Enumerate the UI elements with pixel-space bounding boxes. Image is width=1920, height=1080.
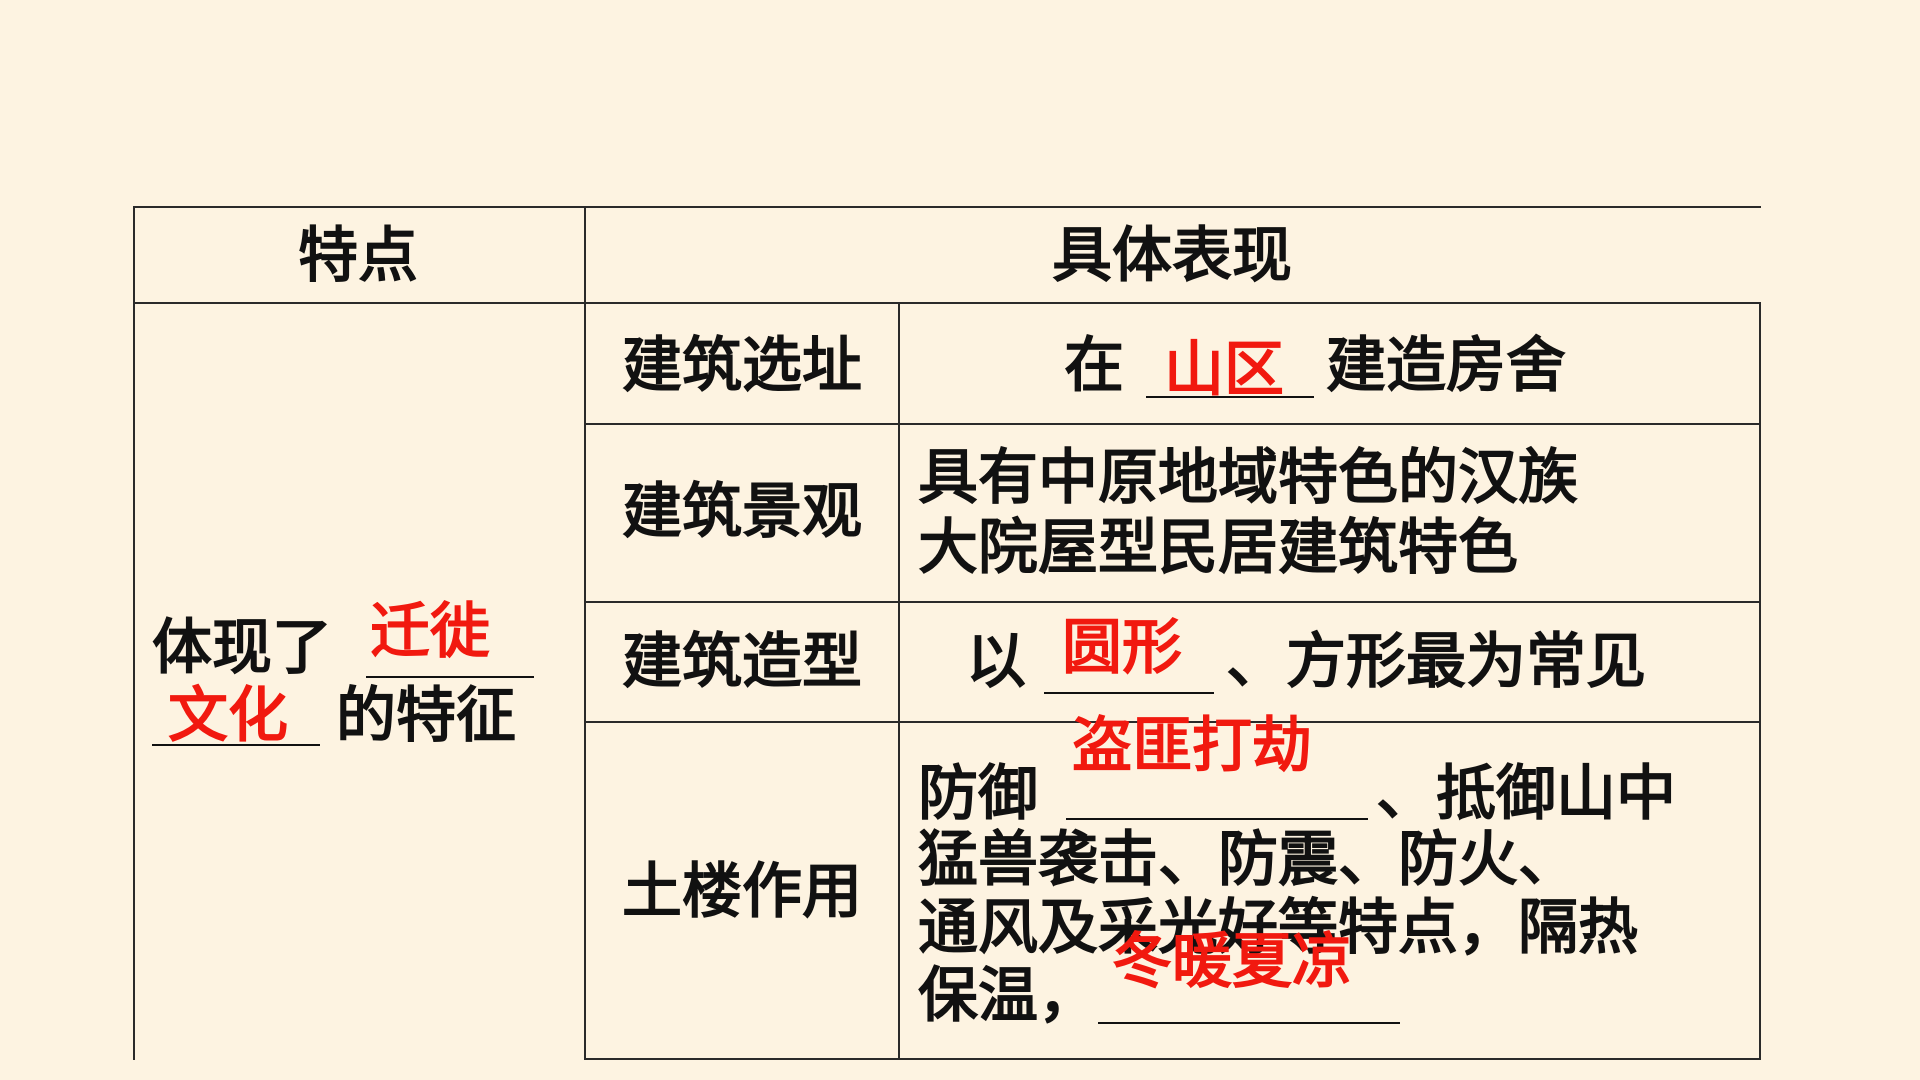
shape-blank [1044,692,1214,694]
function-answer2: 冬暖夏凉 [1112,927,1352,997]
feature-answer-line1: 迁徙 [370,597,490,667]
header-bottom-border [133,302,1761,304]
site-answer: 山区 [1164,335,1284,405]
table-left-border [133,206,135,1060]
function-line1-post: 、抵御山中 [1376,759,1676,829]
table-bottom-border [584,1058,1761,1060]
shape-answer: 圆形 [1062,613,1182,683]
shape-post: 、方形最为常见 [1226,627,1646,697]
row-label-function: 土楼作用 [622,857,862,927]
row2-bottom-border [584,601,1761,603]
row-label-shape: 建筑造型 [622,627,862,697]
shape-pre: 以 [966,627,1026,697]
row1-bottom-border [584,423,1761,425]
row-label-site: 建筑选址 [622,331,862,401]
feature-blank-line1 [366,676,534,678]
function-blank1 [1066,818,1368,820]
table-right-border [1759,302,1761,1060]
table-top-border [133,206,1761,208]
col2-divider [898,302,900,1060]
function-line2: 猛兽袭击、防震、防火、 [918,825,1578,895]
landscape-line1: 具有中原地域特色的汉族 [918,443,1578,513]
function-line1-pre: 防御 [918,759,1038,829]
feature-prefix: 体现了 [152,613,332,683]
col1-divider [584,206,586,1060]
function-blank2 [1098,1022,1400,1024]
function-line3: 通风及采光好等特点，隔热 [918,893,1638,963]
site-pre: 在 [1064,331,1124,401]
row3-bottom-border [584,721,1761,723]
feature-blank-line2 [152,744,320,746]
function-line4-pre: 保温， [918,961,1098,1031]
header-feature: 特点 [298,221,418,291]
row-label-landscape: 建筑景观 [622,477,862,547]
site-blank [1146,396,1314,398]
feature-answer-line2: 文化 [168,681,288,751]
landscape-line2: 大院屋型民居建筑特色 [918,513,1518,583]
feature-suffix: 的特征 [336,681,516,751]
header-manifestation: 具体表现 [1052,221,1292,291]
function-answer1: 盗匪打劫 [1072,711,1312,781]
site-post: 建造房舍 [1326,331,1566,401]
